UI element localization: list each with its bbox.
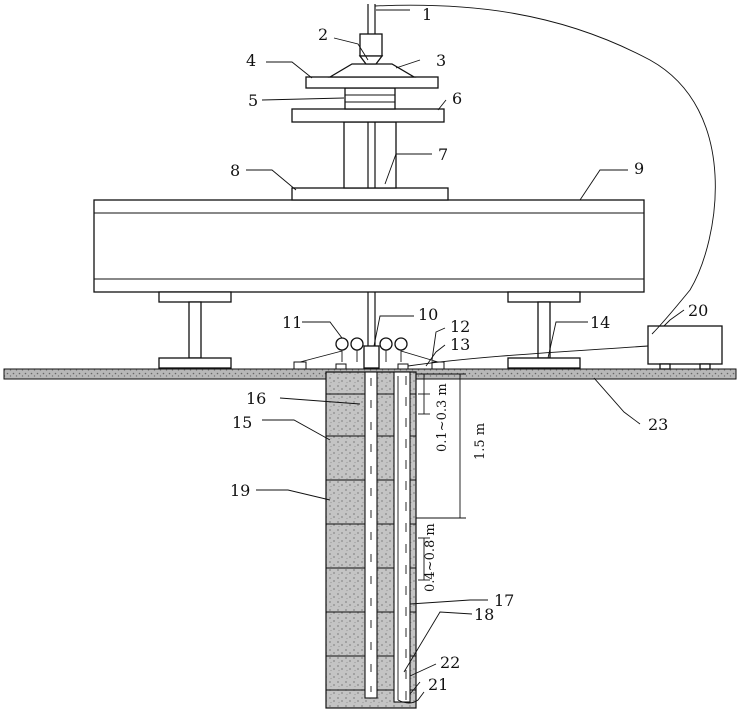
pipe-head [364, 346, 379, 368]
label-22: 22 [440, 653, 460, 672]
lower-plate [292, 188, 448, 200]
sensor-cable-pipe [394, 372, 410, 702]
label-5: 5 [248, 91, 258, 110]
dimension-lower-spacing: 0.4~0.8 m [423, 523, 438, 592]
support-i-beam-left [159, 292, 231, 368]
loading-beam [94, 200, 644, 292]
label-3: 3 [436, 51, 446, 70]
label-8: 8 [230, 161, 240, 180]
label-1: 1 [422, 5, 432, 24]
dimension-top-spacing: 0.1~0.3 m [435, 383, 450, 452]
label-12: 12 [450, 317, 470, 336]
dimension-depth: 1.5 m [473, 423, 488, 460]
label-15: 15 [232, 413, 252, 432]
label-13: 13 [450, 335, 470, 354]
jack-body [345, 88, 395, 109]
part-labels: 1 2 3 4 5 6 7 8 9 10 11 12 13 14 15 16 1… [230, 5, 708, 694]
logger-feet [660, 364, 710, 369]
data-logger [648, 326, 722, 364]
label-4: 4 [246, 51, 256, 70]
label-16: 16 [246, 389, 266, 408]
label-9: 9 [634, 159, 644, 178]
label-19: 19 [230, 481, 250, 500]
top-anchor [360, 34, 382, 64]
label-7: 7 [438, 145, 448, 164]
label-23: 23 [648, 415, 668, 434]
bearing-plate [306, 77, 438, 88]
upper-plate [292, 109, 444, 122]
load-column [344, 122, 396, 188]
label-2: 2 [318, 25, 328, 44]
label-20: 20 [688, 301, 708, 320]
label-6: 6 [452, 89, 462, 108]
label-11: 11 [282, 313, 302, 332]
central-measuring-pipe [365, 372, 377, 698]
label-14: 14 [590, 313, 610, 332]
label-10: 10 [418, 305, 438, 324]
support-i-beam-right [508, 292, 580, 368]
label-18: 18 [474, 605, 494, 624]
label-21: 21 [428, 675, 448, 694]
label-17: 17 [494, 591, 514, 610]
